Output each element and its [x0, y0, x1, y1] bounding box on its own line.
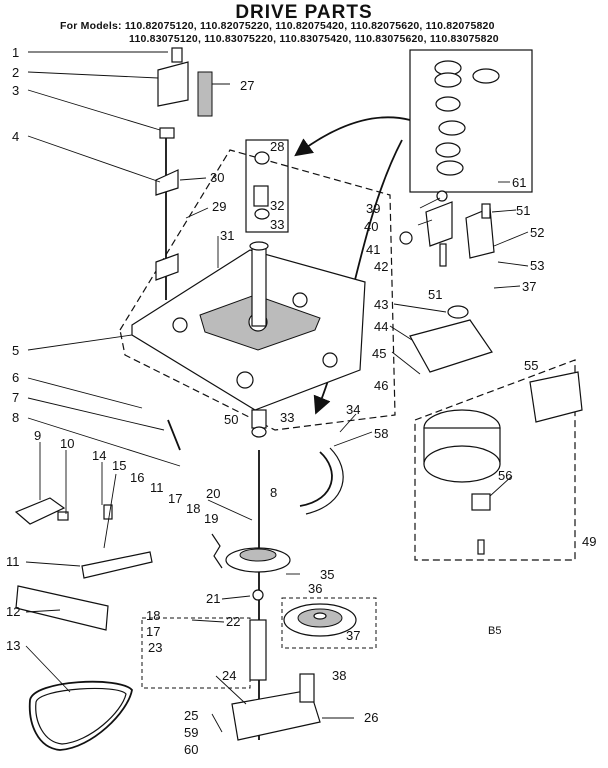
callout: 37	[346, 628, 360, 643]
callout: 8	[12, 410, 19, 425]
callout: 25	[184, 708, 198, 723]
callout: 34	[346, 402, 360, 417]
bearing-kit-box	[409, 49, 533, 193]
callout: 8	[270, 485, 277, 500]
drive-belt	[28, 680, 133, 751]
callout: 1	[12, 45, 19, 60]
callout: 50	[224, 412, 238, 427]
page-title: DRIVE PARTS	[235, 2, 373, 23]
callout: 32	[270, 198, 284, 213]
callout: 51	[516, 203, 530, 218]
callout: 17	[168, 491, 182, 506]
callout-labels: 1 2 3 4 5 6 7 8 9 10 11 12 13 14 15 16 1…	[6, 45, 596, 757]
callout: 2	[12, 65, 19, 80]
callout: 3	[12, 83, 19, 98]
callout: 58	[374, 426, 388, 441]
callout: 31	[220, 228, 234, 243]
callout: 11	[6, 554, 20, 569]
brake-linkage	[14, 419, 223, 631]
callout: 42	[374, 259, 388, 274]
shift-linkage	[155, 47, 213, 300]
motor-parts	[399, 190, 583, 555]
callout: 44	[374, 319, 388, 334]
callout: 29	[212, 199, 226, 214]
callout: 26	[364, 710, 378, 725]
callout: 10	[60, 436, 74, 451]
model-numbers-line-2: 110.83075120, 110.83075220, 110.83075420…	[129, 33, 499, 45]
callout: 35	[320, 567, 334, 582]
callout: 16	[130, 470, 144, 485]
callout: 41	[366, 242, 380, 257]
bushing-parts	[251, 151, 270, 438]
callout: 53	[530, 258, 544, 273]
callout: 46	[374, 378, 388, 393]
motor-assembly-box	[414, 359, 576, 561]
hose	[299, 451, 333, 507]
gearcase-outline	[119, 149, 396, 431]
callout: B5	[488, 625, 501, 637]
callout: 28	[270, 139, 284, 154]
drive-pulley	[283, 603, 357, 637]
callout: 11	[150, 480, 164, 495]
callout: 19	[204, 511, 218, 526]
callout: 24	[222, 668, 236, 683]
callout: 17	[146, 624, 160, 639]
pulley-box	[281, 597, 377, 649]
callout: 4	[12, 129, 19, 144]
callout: 40	[364, 219, 378, 234]
callout: 36	[308, 581, 322, 596]
gearcase-base	[131, 241, 366, 411]
bearing-kit-parts	[434, 60, 500, 176]
callout: 30	[210, 170, 224, 185]
callout: 20	[206, 486, 220, 501]
callout: 13	[6, 638, 20, 653]
callout: 22	[226, 614, 240, 629]
model-numbers-line-1: For Models: 110.82075120, 110.82075220, …	[60, 20, 495, 32]
callout: 15	[112, 458, 126, 473]
callout: 60	[184, 742, 198, 757]
callout: 43	[374, 297, 388, 312]
arrow-to-bearings	[294, 116, 411, 157]
hose-outer	[305, 447, 344, 515]
callout: 12	[6, 604, 20, 619]
callout: 18	[146, 608, 160, 623]
leader-lines	[25, 51, 529, 733]
drive-shaft-assembly	[225, 450, 321, 741]
callout: 33	[270, 217, 284, 232]
callout: 5	[12, 343, 19, 358]
callout: 6	[12, 370, 19, 385]
callout: 7	[12, 390, 19, 405]
callout: 9	[34, 428, 41, 443]
callout: 27	[240, 78, 254, 93]
callout: 52	[530, 225, 544, 240]
callout: 56	[498, 468, 512, 483]
callout: 37	[522, 279, 536, 294]
callout: 33	[280, 410, 294, 425]
callout: 23	[148, 640, 162, 655]
callout: 39	[366, 201, 380, 216]
callout: 51	[428, 287, 442, 302]
callout: 14	[92, 448, 106, 463]
callout: 59	[184, 725, 198, 740]
callout: 38	[332, 668, 346, 683]
callout: 49	[582, 534, 596, 549]
callout: 45	[372, 346, 386, 361]
callout: 21	[206, 591, 220, 606]
callout: 55	[524, 358, 538, 373]
callout: 18	[186, 501, 200, 516]
callout: 61	[512, 175, 526, 190]
drive-belt-inner	[35, 687, 127, 745]
pulley-bushing-box	[245, 139, 289, 233]
